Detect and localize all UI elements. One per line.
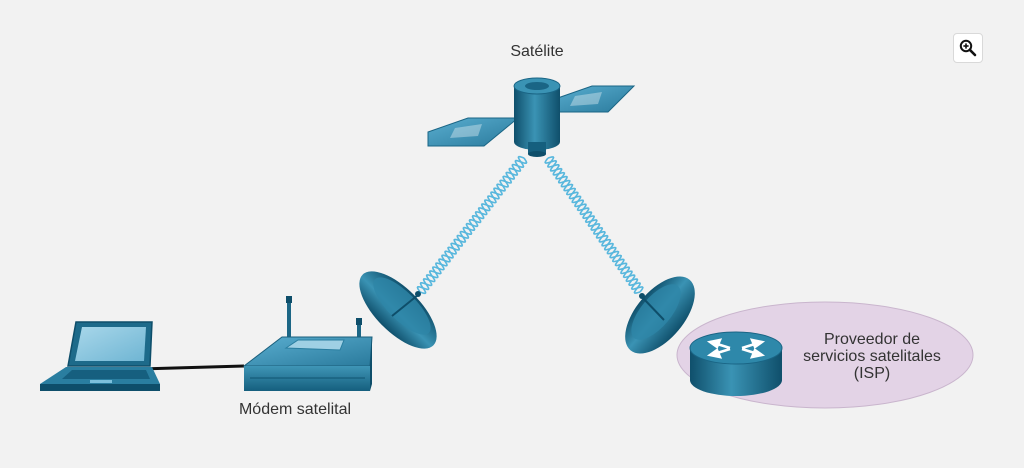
isp-label-line-2: servicios satelitales	[803, 348, 941, 365]
laptop-icon	[40, 321, 160, 391]
signal-right-strand-2	[546, 156, 642, 294]
zoom-button[interactable]	[953, 33, 983, 63]
satellite-modem-icon	[242, 296, 373, 391]
satellite-dish-right-icon	[625, 276, 695, 354]
laptop-modem-cable	[139, 364, 245, 371]
isp-label: Proveedor de servicios satelitales (ISP)	[772, 331, 972, 382]
satellite-label: Satélite	[510, 43, 564, 60]
satellite-dish-left-icon	[359, 271, 437, 349]
zoom-in-icon	[959, 39, 977, 57]
signal-waves	[416, 155, 644, 295]
satellite-modem-label: Módem satelital	[238, 401, 352, 418]
signal-left-strand-2	[416, 157, 528, 293]
isp-label-line-1: Proveedor de	[823, 331, 921, 348]
satellite-icon	[427, 77, 636, 157]
router-icon	[689, 331, 783, 396]
isp-label-line-3: (ISP)	[853, 365, 891, 382]
